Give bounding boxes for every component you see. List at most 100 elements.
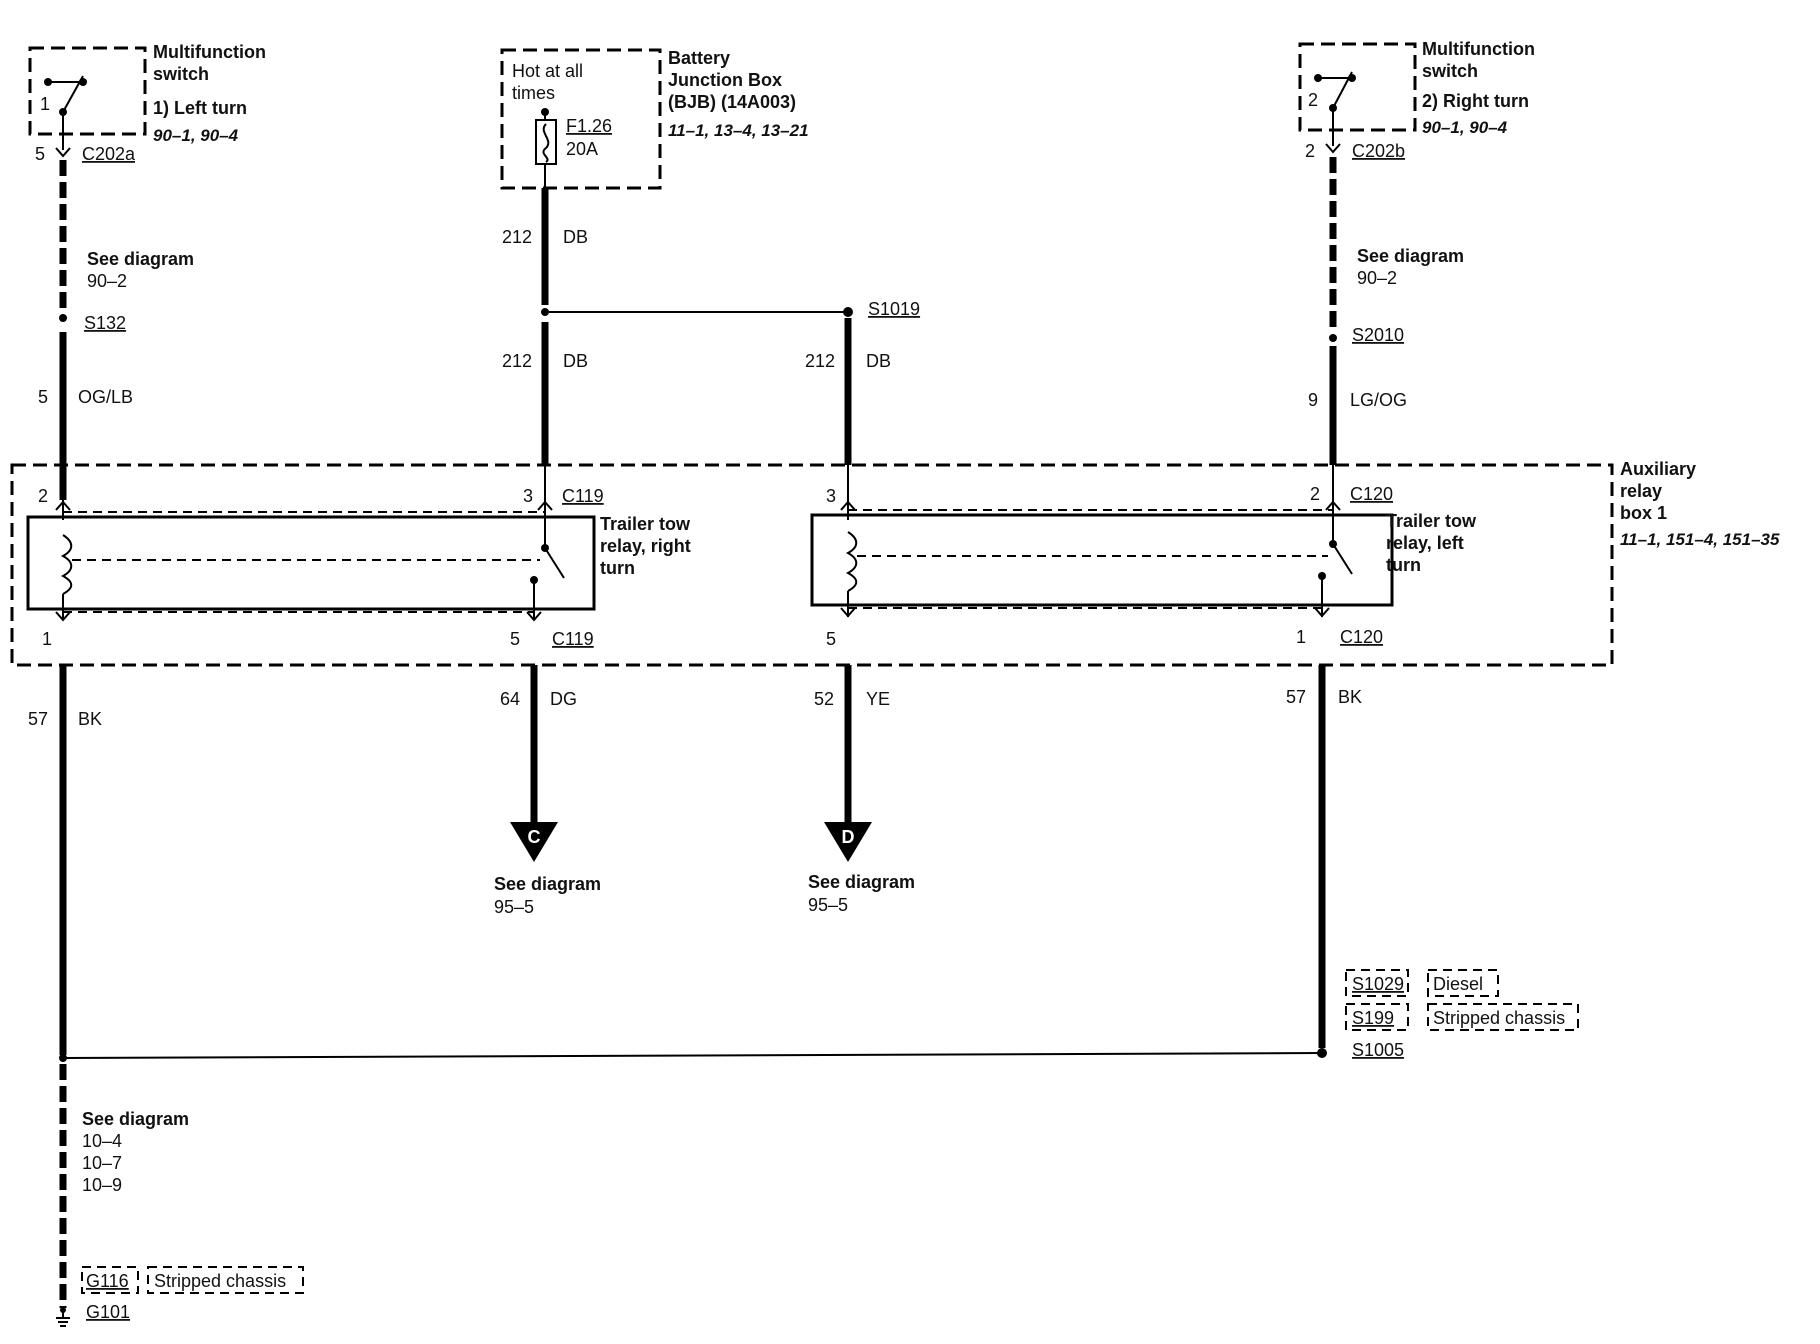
relay-right-pin-switch-bottom: 5 [510, 629, 520, 649]
splice-s199-box [1345, 1003, 1409, 1031]
see-diagram-right-top-ref: 90–2 [1357, 268, 1397, 288]
trailer-tow-relay-left-turn: 3 2 C120 Trailer tow relay, left turn 5 … [810, 465, 1477, 649]
option-stripped-chassis-1: Stripped chassis [1433, 1008, 1565, 1028]
c202a-pin: 5 [35, 144, 45, 164]
ground-symbol-icon [56, 1307, 70, 1327]
wire-9-num: 9 [1308, 390, 1318, 410]
see-diagram-d-ref: 95–5 [808, 895, 848, 915]
see-diagram-ground-ref-3: 10–9 [82, 1175, 122, 1195]
relay-left-label-2: relay, left [1386, 533, 1464, 553]
relay-left-label-1: Trailer tow [1386, 511, 1477, 531]
off-page-connector-c: C [528, 827, 541, 847]
splice-s132-dot [59, 314, 67, 322]
relay-right-body [26, 515, 596, 611]
wire-212-mid-color: DB [563, 351, 588, 371]
wire-57-right-num: 57 [1286, 687, 1306, 707]
splice-s2010-dot [1329, 334, 1337, 342]
relay-right-conn-top: C119 [562, 486, 604, 506]
switch-left-title-2: switch [153, 64, 209, 84]
relay-left-body [810, 513, 1394, 607]
relay-right-coil-icon [60, 534, 73, 595]
splice-s1029-box [1345, 969, 1409, 997]
wire-64-num: 64 [500, 689, 520, 709]
relay-right-pin-coil-bottom: 1 [42, 629, 52, 649]
relay-left-conn-top: C120 [1350, 484, 1393, 504]
bjb-title-1: Battery [668, 48, 730, 68]
off-page-connector-c-icon [510, 822, 558, 862]
relay-right-label-1: Trailer tow [600, 514, 691, 534]
splice-s1029: S1029 [1352, 974, 1404, 994]
wire-212-top-num: 212 [502, 227, 532, 247]
wire-9-color: LG/OG [1350, 390, 1407, 410]
relay-right-pin-coil-top: 2 [38, 486, 48, 506]
switch-right-box [1298, 42, 1417, 132]
see-diagram-right-top: See diagram [1357, 246, 1464, 266]
switch-left-function: 1) Left turn [153, 98, 247, 118]
multifunction-switch-left: 1 Multifunction switch 1) Left turn 90–1… [28, 42, 266, 164]
wire-212-top-color: DB [563, 227, 588, 247]
switch-left-title-1: Multifunction [153, 42, 266, 62]
switch-right-pin: 2 [1308, 90, 1318, 110]
option-stripped-chassis-1-box [1427, 1003, 1579, 1031]
see-diagram-d: See diagram [808, 872, 915, 892]
bjb-hot-1: Hot at all [512, 61, 583, 81]
ground-g116-box [81, 1266, 139, 1294]
off-page-connector-d: D [842, 827, 855, 847]
wire-57-right-color: BK [1338, 687, 1362, 707]
wire-5-color: OG/LB [78, 387, 133, 407]
aux-box-refs: 11–1, 151–4, 151–35 [1620, 530, 1780, 549]
splice-s1019: S1019 [868, 299, 920, 319]
auxiliary-relay-box [10, 463, 1614, 667]
relay-right-label-2: relay, right [600, 536, 691, 556]
wire-5-num: 5 [38, 387, 48, 407]
relay-left-pin-coil-top: 2 [1310, 484, 1320, 504]
wire-212-right-color: DB [866, 351, 891, 371]
fuse-rating: 20A [566, 139, 598, 159]
wire-64-color: DG [550, 689, 577, 709]
relay-left-conn-bottom: C120 [1340, 627, 1383, 647]
bjb-refs: 11–1, 13–4, 13–21 [668, 121, 809, 140]
option-diesel: Diesel [1433, 974, 1483, 994]
relay-right-pin-switch-top: 3 [523, 486, 533, 506]
connector-c202a: C202a [82, 144, 136, 164]
aux-box-title-1: Auxiliary [1620, 459, 1696, 479]
aux-box-title-3: box 1 [1620, 503, 1667, 523]
relay-left-pin-coil-bottom: 1 [1296, 627, 1306, 647]
switch-right-function: 2) Right turn [1422, 91, 1529, 111]
off-page-connector-d-icon [824, 822, 872, 862]
switch-right-refs: 90–1, 90–4 [1422, 118, 1508, 137]
aux-box-title-2: relay [1620, 481, 1662, 501]
see-diagram-ground-ref-1: 10–4 [82, 1131, 122, 1151]
switch-left-refs: 90–1, 90–4 [153, 126, 239, 145]
wire-s1005-tie [62, 1052, 1323, 1059]
connector-c202b: C202b [1352, 141, 1405, 161]
option-stripped-chassis-2-box [147, 1266, 304, 1294]
bjb-title-2: Junction Box [668, 70, 782, 90]
bjb-title-3: (BJB) (14A003) [668, 92, 796, 112]
ground-g116: G116 [86, 1271, 129, 1291]
see-diagram-left-top-ref: 90–2 [87, 271, 127, 291]
option-diesel-box [1427, 969, 1499, 997]
bjb-hot-2: times [512, 83, 555, 103]
see-diagram-left-top: See diagram [87, 249, 194, 269]
switch-left-pin: 1 [40, 94, 50, 114]
relay-left-label-3: turn [1386, 555, 1421, 575]
splice-s1019-dot [843, 307, 853, 317]
wire-57-left-num: 57 [28, 709, 48, 729]
relay-right-conn-bottom: C119 [552, 629, 594, 649]
option-stripped-chassis-2: Stripped chassis [154, 1271, 286, 1291]
multifunction-switch-right: 2 Multifunction switch 2) Right turn 90–… [1298, 39, 1535, 161]
wire-57-left-color: BK [78, 709, 102, 729]
relay-left-pin-switch-top: 3 [826, 486, 836, 506]
c202b-pin: 2 [1305, 141, 1315, 161]
splice-s1005: S1005 [1352, 1040, 1404, 1060]
splice-s2010: S2010 [1352, 325, 1404, 345]
switch-right-title-2: switch [1422, 61, 1478, 81]
splice-s199: S199 [1352, 1008, 1394, 1028]
see-diagram-ground-ref-2: 10–7 [82, 1153, 122, 1173]
relay-right-label-3: turn [600, 558, 635, 578]
see-diagram-ground: See diagram [82, 1109, 189, 1129]
wire-52-num: 52 [814, 689, 834, 709]
fuse-id: F1.26 [566, 116, 612, 136]
